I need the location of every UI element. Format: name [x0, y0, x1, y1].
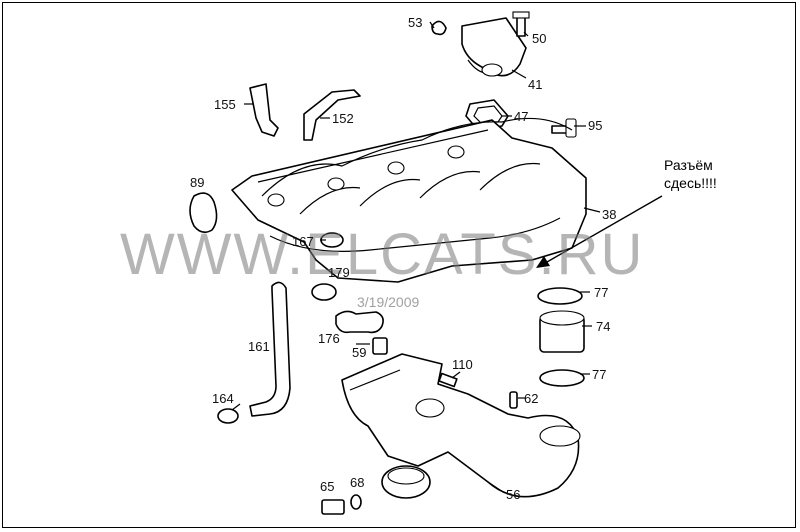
label-56: 56	[506, 487, 521, 502]
label-89: 89	[190, 175, 205, 190]
label-77-lower: 77	[592, 367, 607, 382]
part-59-fitting	[372, 337, 388, 355]
label-167: 167	[292, 234, 314, 249]
part-176-hose	[335, 310, 384, 334]
part-77-clamp-upper	[537, 287, 583, 305]
label-47: 47	[514, 109, 529, 124]
part-155-bracket	[249, 83, 279, 137]
part-179-clamp	[311, 283, 337, 301]
label-50: 50	[532, 31, 547, 46]
label-65: 65	[320, 479, 335, 494]
label-77-upper: 77	[594, 285, 609, 300]
annotation-note: Разъём сдесь!!!!	[664, 157, 717, 191]
label-53: 53	[408, 15, 423, 30]
label-68: 68	[350, 475, 365, 490]
label-179: 179	[328, 265, 350, 280]
part-68-washer	[350, 494, 362, 510]
part-110-bolt	[438, 372, 458, 388]
annotation-arrow	[539, 195, 663, 267]
label-95: 95	[588, 118, 603, 133]
part-56-intake-pipe	[341, 353, 580, 498]
part-152-bracket	[303, 89, 361, 141]
label-161: 161	[248, 339, 270, 354]
label-41: 41	[528, 77, 543, 92]
part-89-gasket	[189, 192, 218, 234]
label-62: 62	[524, 391, 539, 406]
label-110: 110	[452, 357, 473, 372]
part-161-hose	[249, 281, 291, 417]
label-164: 164	[212, 391, 234, 406]
part-62-pin	[509, 391, 518, 409]
label-74: 74	[596, 319, 611, 334]
arrow-head	[536, 256, 550, 268]
part-77-clamp-lower	[539, 369, 585, 387]
date-stamp: 3/19/2009	[357, 294, 420, 310]
part-53-cap	[431, 20, 447, 36]
label-176: 176	[318, 331, 340, 346]
label-152: 152	[332, 111, 354, 126]
label-59: 59	[352, 345, 367, 360]
label-155: 155	[214, 97, 236, 112]
watermark: WWW.ELCATS.RU	[120, 222, 645, 287]
part-65-fitting	[321, 499, 345, 515]
label-38: 38	[602, 207, 617, 222]
part-164-clamp	[217, 408, 239, 424]
